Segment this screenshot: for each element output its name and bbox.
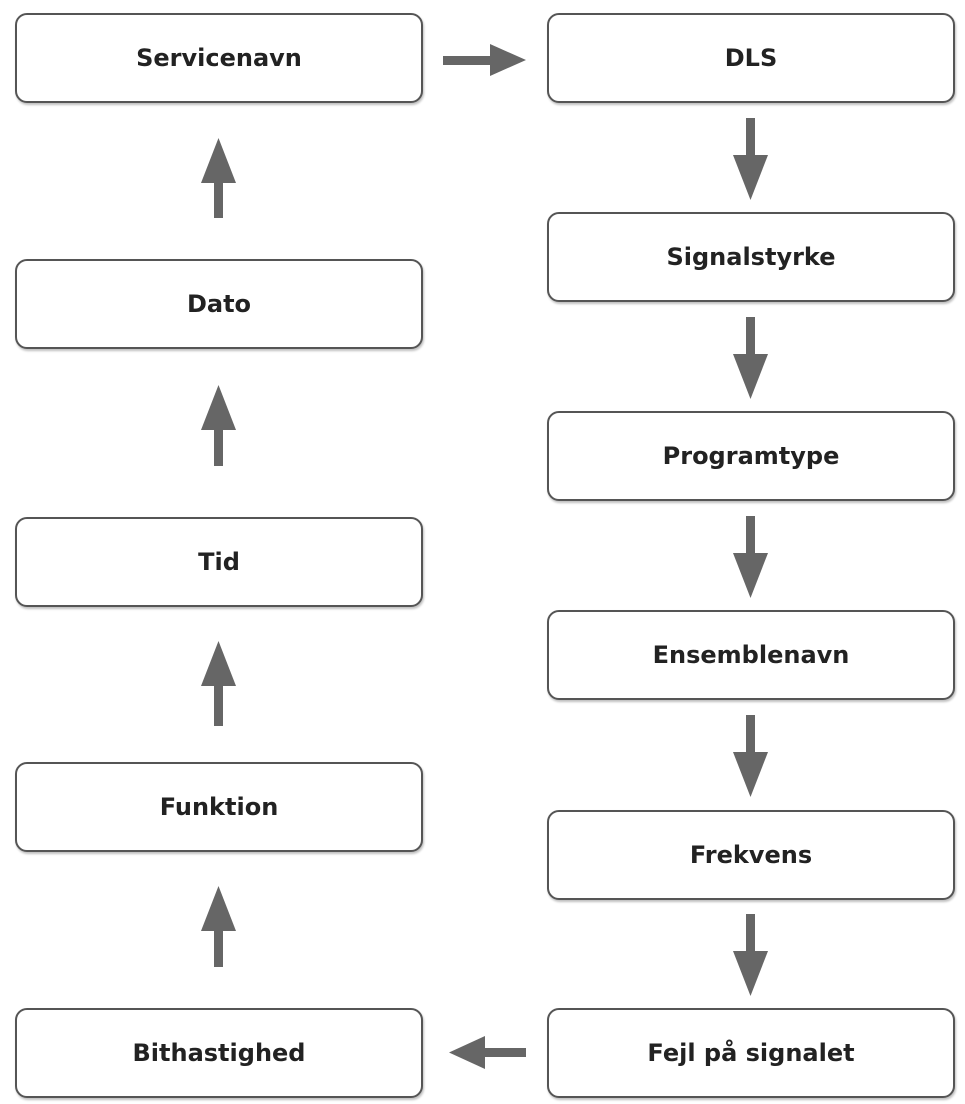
node-label: Servicenavn xyxy=(136,44,302,72)
arrow-up-icon xyxy=(201,886,236,967)
node-label: Signalstyrke xyxy=(666,243,836,271)
arrow-up-icon xyxy=(201,641,236,726)
node-label: Tid xyxy=(198,548,240,576)
node-dls: DLS xyxy=(547,13,955,103)
arrow-down-icon xyxy=(733,516,768,598)
node-ensemblenavn: Ensemblenavn xyxy=(547,610,955,700)
node-signalstyrke: Signalstyrke xyxy=(547,212,955,302)
arrow-down-icon xyxy=(733,715,768,797)
node-funktion: Funktion xyxy=(15,762,423,852)
node-label: Ensemblenavn xyxy=(652,641,850,669)
node-frekvens: Frekvens xyxy=(547,810,955,900)
arrow-left-icon xyxy=(449,1036,526,1069)
node-label: DLS xyxy=(724,44,778,72)
node-label: Dato xyxy=(186,290,252,318)
node-tid: Tid xyxy=(15,517,423,607)
node-label: Frekvens xyxy=(689,841,813,869)
node-fejl-paa-signalet: Fejl på signalet xyxy=(547,1008,955,1098)
node-label: Funktion xyxy=(159,793,279,821)
arrow-right-icon xyxy=(443,44,526,76)
node-label: Programtype xyxy=(662,442,840,470)
node-label: Bithastighed xyxy=(132,1039,306,1067)
arrow-down-icon xyxy=(733,118,768,200)
node-servicenavn: Servicenavn xyxy=(15,13,423,103)
node-label: Fejl på signalet xyxy=(647,1039,855,1067)
arrow-up-icon xyxy=(201,138,236,218)
arrow-down-icon xyxy=(733,914,768,996)
node-bithastighed: Bithastighed xyxy=(15,1008,423,1098)
arrow-down-icon xyxy=(733,317,768,399)
arrow-up-icon xyxy=(201,385,236,466)
node-dato: Dato xyxy=(15,259,423,349)
node-programtype: Programtype xyxy=(547,411,955,501)
